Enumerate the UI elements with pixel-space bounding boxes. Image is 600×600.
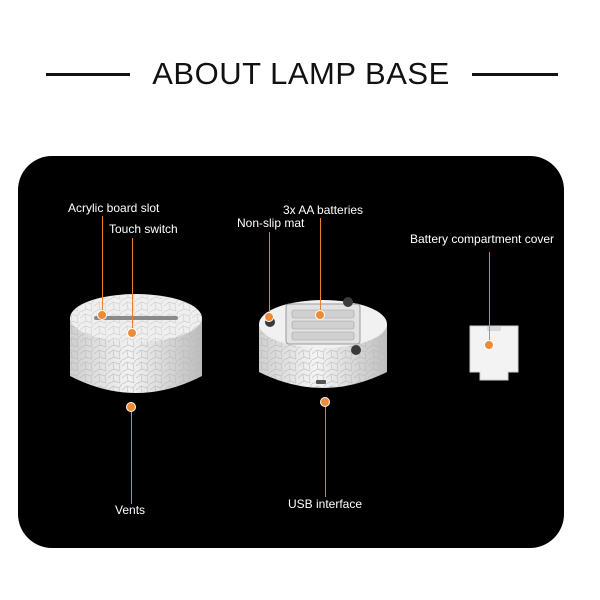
callout-dot-non-slip-mat — [264, 312, 274, 322]
callout-dot-aa-batteries — [315, 310, 325, 320]
leader-line-acrylic-board-slot — [102, 216, 103, 310]
leader-line-touch-switch — [132, 238, 133, 330]
callout-label-non-slip-mat: Non-slip mat — [237, 216, 305, 230]
section-heading: ABOUT LAMP BASE — [0, 52, 600, 96]
leader-line-battery-cover — [489, 252, 490, 340]
leader-line-aa-batteries — [320, 218, 321, 310]
callout-dot-battery-cover — [484, 340, 494, 350]
product-diagram-panel: Acrylic board slot Touch switch Vents 3x… — [18, 156, 564, 548]
heading-rule-right — [472, 73, 558, 76]
callout-label-battery-cover: Battery compartment cover — [410, 232, 555, 246]
leader-line-non-slip-mat — [269, 232, 270, 312]
callout-label-usb-interface: USB interface — [288, 497, 363, 511]
callout-dot-touch-switch — [127, 328, 137, 338]
page-title: ABOUT LAMP BASE — [152, 56, 450, 91]
callout-dot-acrylic-board-slot — [97, 310, 107, 320]
leader-line-vents — [131, 412, 132, 504]
heading-rule-left — [46, 73, 130, 76]
lamp-base-bottom-image — [259, 297, 387, 388]
lamp-base-front-image — [70, 294, 202, 393]
callout-label-aa-batteries: 3x AA batteries — [283, 203, 364, 217]
battery-cover-image — [469, 325, 519, 381]
callout-label-vents: Vents — [115, 503, 146, 517]
leader-line-usb-interface — [325, 407, 326, 497]
callout-dot-vents — [126, 402, 136, 412]
callout-dot-usb-interface — [320, 397, 330, 407]
callout-label-touch-switch: Touch switch — [109, 222, 178, 236]
callout-label-acrylic-board-slot: Acrylic board slot — [68, 201, 160, 215]
